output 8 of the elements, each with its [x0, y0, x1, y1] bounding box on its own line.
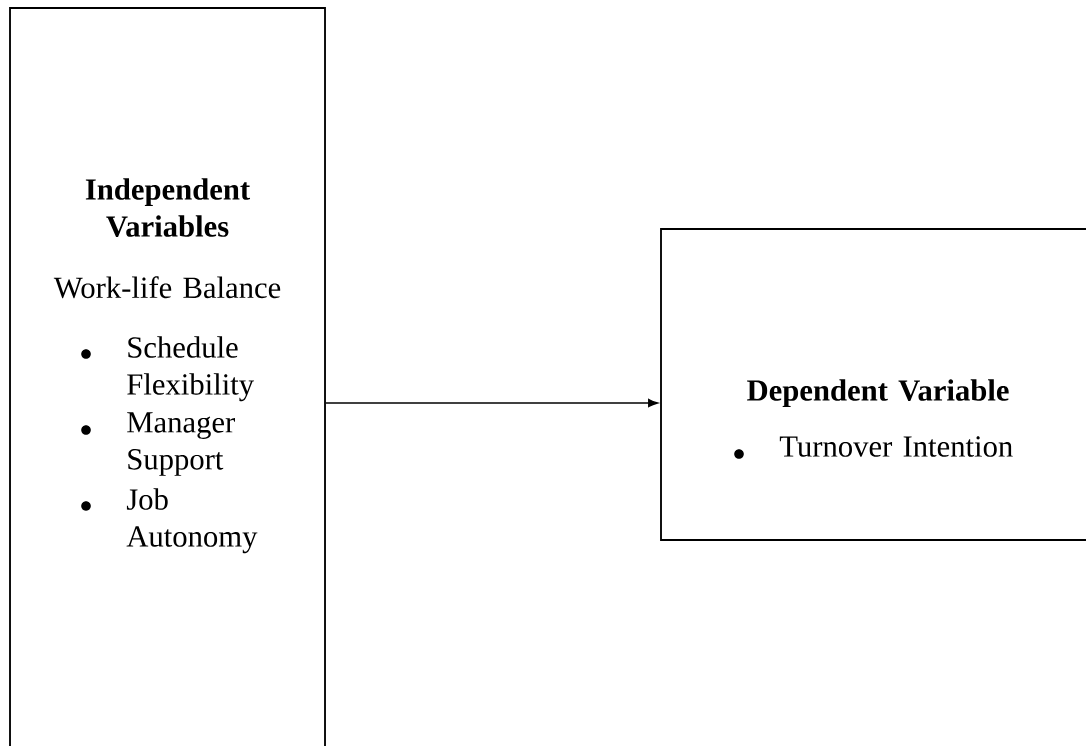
- subheading: Work-life Balance: [53, 276, 281, 299]
- heading: Independent Variables: [85, 178, 250, 237]
- list-item: Schedule Flexibility: [127, 336, 254, 402]
- list-item: Manager Support: [127, 412, 235, 476]
- list-item: Job Autonomy: [126, 488, 258, 554]
- list-item: Turnover Intention: [779, 436, 1013, 457]
- arrow: [325, 398, 659, 408]
- heading: Dependent Variable: [747, 379, 1009, 408]
